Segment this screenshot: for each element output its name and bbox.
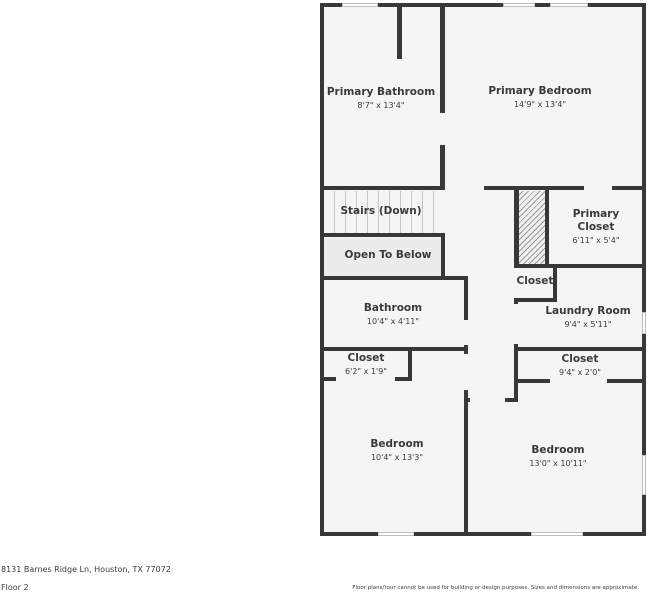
room-primary-bedroom: Primary Bedroom 14'9" x 13'4" [488, 85, 591, 110]
wall [607, 379, 646, 383]
wall [464, 398, 470, 402]
room-name: Bathroom [363, 302, 423, 314]
room-bathroom: Bathroom 10'4" x 4'11" [364, 302, 422, 327]
address: 8131 Barnes Ridge Ln, Houston, TX 77072 [1, 565, 171, 574]
wall [397, 7, 402, 59]
room-dimensions: 10'4" x 4'11" [366, 317, 420, 326]
room-closet-small: Closet [517, 275, 554, 288]
room-name: Laundry Room [545, 305, 631, 317]
room-dimensions: 6'2" x 1'9" [345, 367, 387, 376]
wall-outer-right [642, 3, 646, 536]
wall [505, 398, 517, 402]
room-dimensions: 9'4" x 2'0" [559, 368, 601, 377]
wall [320, 377, 336, 381]
wall [440, 3, 445, 113]
room-name: Open To Below [344, 249, 432, 261]
wall [395, 377, 412, 381]
window [531, 532, 583, 536]
room-primary-bathroom: Primary Bathroom 8'7" x 13'4" [327, 86, 435, 111]
wall [514, 298, 518, 304]
wall [514, 344, 518, 402]
wall [545, 190, 549, 264]
floor-plan: Primary Bathroom 8'7" x 13'4" Primary Be… [320, 3, 646, 536]
room-dimensions: 13'0" x 10'11" [529, 459, 587, 468]
window [550, 3, 588, 7]
wall [484, 186, 584, 190]
wall [514, 190, 519, 268]
wall [464, 345, 468, 354]
wall [514, 264, 646, 268]
wall [612, 186, 646, 190]
wall [320, 276, 468, 280]
room-name: Closet [347, 352, 385, 364]
room-name: Bedroom [370, 438, 424, 450]
room-primary-closet: Primary Closet 6'11" x 5'4" [572, 208, 619, 246]
room-name: Bedroom [531, 444, 585, 456]
wall [514, 347, 646, 351]
wall [440, 145, 445, 190]
window [342, 3, 378, 7]
room-stairs: Stairs (Down) [340, 205, 421, 218]
room-name: Primary [572, 208, 620, 220]
wall [408, 351, 412, 380]
room-dimensions: 9'4" x 5'11" [564, 320, 612, 329]
floor-label: Floor 2 [1, 583, 29, 592]
window [378, 532, 414, 536]
wall [320, 347, 468, 351]
wall [514, 298, 557, 302]
room-dimensions: 6'11" x 5'4" [572, 236, 620, 245]
room-name: Primary Bathroom [326, 86, 436, 98]
room-laundry: Laundry Room 9'4" x 5'11" [545, 305, 630, 330]
wall [320, 233, 445, 237]
window [642, 455, 646, 495]
room-open-to-below: Open To Below [345, 249, 432, 262]
chase-hatch [518, 191, 546, 264]
room-closet-left: Closet 6'2" x 1'9" [345, 352, 387, 377]
wall-outer-bottom [320, 532, 646, 536]
window [642, 312, 646, 334]
room-name: Stairs (Down) [340, 205, 422, 217]
stairs-treads [324, 191, 442, 233]
wall [464, 390, 468, 536]
room-dimensions: 8'7" x 13'4" [357, 101, 405, 110]
room-name: Closet [577, 221, 615, 233]
wall [441, 233, 445, 280]
room-bedroom-left: Bedroom 10'4" x 13'3" [370, 438, 423, 463]
window [503, 3, 535, 7]
room-dimensions: 14'9" x 13'4" [513, 100, 567, 109]
wall [514, 379, 550, 383]
wall-outer-left [320, 3, 324, 536]
room-name: Closet [561, 353, 599, 365]
room-closet-right: Closet 9'4" x 2'0" [559, 353, 601, 378]
disclaimer: Floor plans/tour cannot be used for buil… [352, 585, 639, 591]
room-name: Closet [516, 275, 554, 287]
wall [464, 276, 468, 320]
wall [320, 186, 445, 190]
wall-outer-top [320, 3, 646, 7]
room-dimensions: 10'4" x 13'3" [370, 453, 424, 462]
room-bedroom-right: Bedroom 13'0" x 10'11" [529, 444, 586, 469]
open-to-below-area [324, 238, 442, 276]
wall [553, 264, 557, 302]
room-name: Primary Bedroom [488, 85, 592, 97]
